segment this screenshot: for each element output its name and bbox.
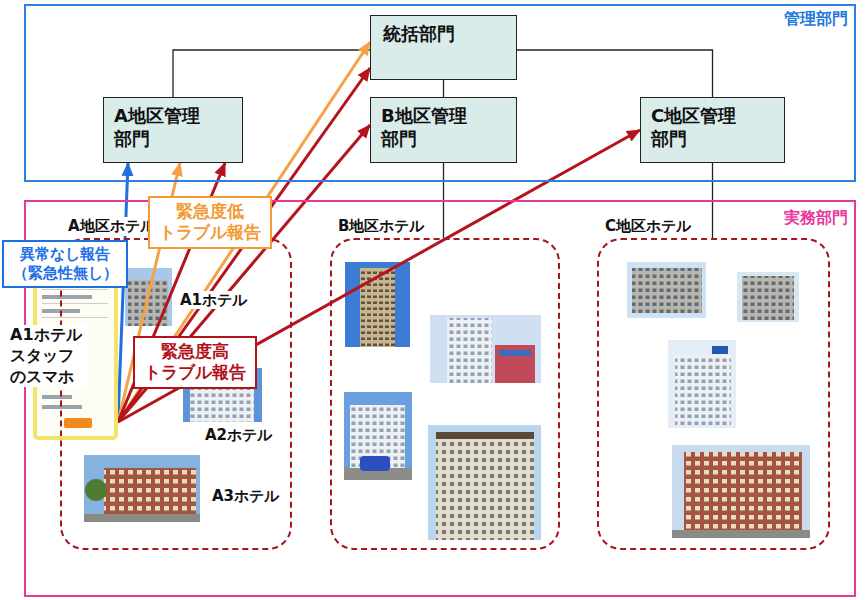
hotel-photo-part [84,455,200,522]
org-line [517,50,713,97]
region-title: 実務部門 [784,208,848,228]
hotel-photo [668,340,736,428]
management-region: 管理部門統括部門 A地区管理 部門 B地区管理 部門 C地区管理 部門 [24,4,856,182]
hotel-photo-part [85,479,107,501]
hotel-photo-part [360,456,390,471]
hotel-photo-part [344,392,412,480]
department-box: A地区管理 部門 [103,97,243,163]
hotel-group: C地区ホテル [597,238,830,550]
department-name: B地区管理 部門 [381,105,493,150]
smartphone-illustration-part [64,418,92,428]
report-callout: 緊急度高 トラブル報告 [133,336,257,389]
hotel-photo [345,262,410,347]
report-arrow [118,125,370,422]
hotel-photo [672,445,810,538]
hotel-photo-part [675,355,731,425]
hotel-photo-part [712,346,728,354]
hotel-photo-part [672,530,810,538]
hotel-photo-part [499,350,531,356]
hotel-photo-part [104,468,196,516]
group-title: C地区ホテル [603,217,693,236]
hotel-photo [627,262,706,318]
region-title: 管理部門 [784,9,848,29]
smartphone-illustration-part [42,395,72,399]
hotel-photo-part [430,315,541,383]
hotel-name: A3ホテル [210,487,281,505]
report-arrow [118,130,640,422]
org-line [173,50,370,97]
smartphone-illustration-part [42,405,82,409]
department-name: 統括部門 [383,23,455,46]
smartphone-illustration-part [42,289,108,290]
hotel-photo-part [495,345,535,383]
hotel-photo-part [84,514,200,522]
department-name: C地区管理 部門 [651,105,763,150]
hotel-photo-part [627,262,706,318]
group-title: B地区ホテル [336,217,426,236]
org-line [443,80,444,97]
hotel-name: A2ホテル [203,426,274,444]
department-box: B地区管理 部門 [370,97,517,163]
hotel-photo-part [360,268,395,347]
report-callout: 緊急度低 トラブル報告 [148,196,272,249]
report-label: 緊急度低 トラブル報告 [154,201,266,244]
hotel-photo-part [345,262,410,347]
operations-region: 実務部門A地区ホテルA1ホテル スタッフ のスマホB地区ホテルC地区ホテル [24,200,856,597]
hotel-photo-part [632,268,702,313]
smartphone-illustration-part [42,303,108,304]
hotel-photo [428,425,541,540]
department-box: 統括部門 [370,15,517,80]
hotel-photo-part [447,318,492,383]
hotel-photo-part [742,276,794,320]
hotel-photo-part [672,445,810,538]
hotel-photo [84,455,200,522]
hotel-photo-part [428,425,541,540]
hotel-photo [430,315,541,383]
smartphone-illustration-part [42,317,108,318]
report-callout: 異常なし報告 （緊急性無し） [2,240,128,288]
hotel-photo-part [737,272,799,322]
hotel-name: A1ホテル [178,291,249,309]
report-label: 異常なし報告 （緊急性無し） [8,245,122,283]
hotel-photo [344,392,412,480]
hotel-photo [737,272,799,322]
group-title: A地区ホテル [66,217,157,236]
hotel-group: B地区ホテル [330,238,560,550]
hotel-photo-part [668,340,736,428]
department-name: A地区管理 部門 [114,105,226,150]
device-caption: A1ホテル スタッフ のスマホ [10,325,88,387]
smartphone-illustration-part [42,295,92,299]
hotel-photo-part [684,452,802,532]
hotel-photo-part [436,436,534,540]
hotel-photo-part [436,432,534,439]
report-label: 緊急度高 トラブル報告 [139,341,251,384]
department-box: C地区管理 部門 [640,97,785,163]
